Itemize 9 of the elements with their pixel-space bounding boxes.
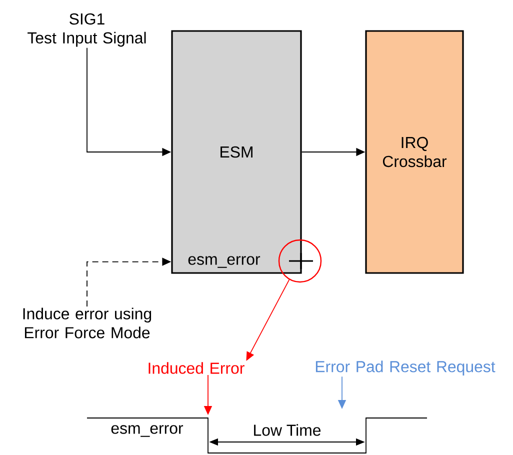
module-box: IRQ Crossbar [365, 30, 464, 274]
signal-label: Induce error using Error Force Mode [23, 308, 152, 338]
module-box: ESM esm_error [171, 30, 302, 274]
highlight-circle [278, 239, 322, 283]
signal-label: esm_error [111, 425, 184, 437]
event-label: Induced Error [148, 362, 244, 374]
signal-label: Low Time [254, 424, 321, 436]
signal-label: SIG1 Test Input Signal [28, 13, 146, 47]
event-label: Error Pad Reset Request [316, 360, 496, 376]
